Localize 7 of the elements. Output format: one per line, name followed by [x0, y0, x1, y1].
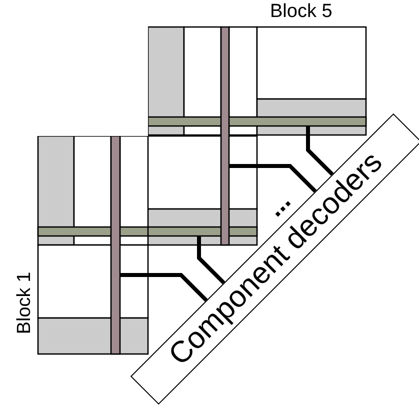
connector-line — [120, 273, 208, 302]
block-label: Block 1 — [14, 272, 36, 334]
connector-line — [197, 236, 226, 284]
connector-line — [229, 164, 317, 193]
connector-line — [306, 126, 334, 176]
ellipsis-text: ... — [263, 189, 293, 219]
block-label: Block 5 — [270, 1, 332, 23]
